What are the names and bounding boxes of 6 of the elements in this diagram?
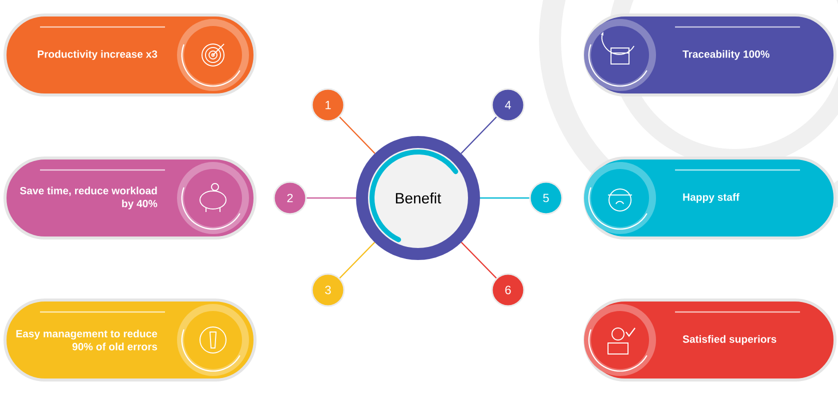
connector-line (339, 116, 376, 154)
connector-line (460, 242, 497, 278)
connector-line (306, 197, 356, 199)
connector-line (480, 197, 530, 199)
connector-line (460, 116, 497, 154)
connector-line (339, 242, 376, 278)
